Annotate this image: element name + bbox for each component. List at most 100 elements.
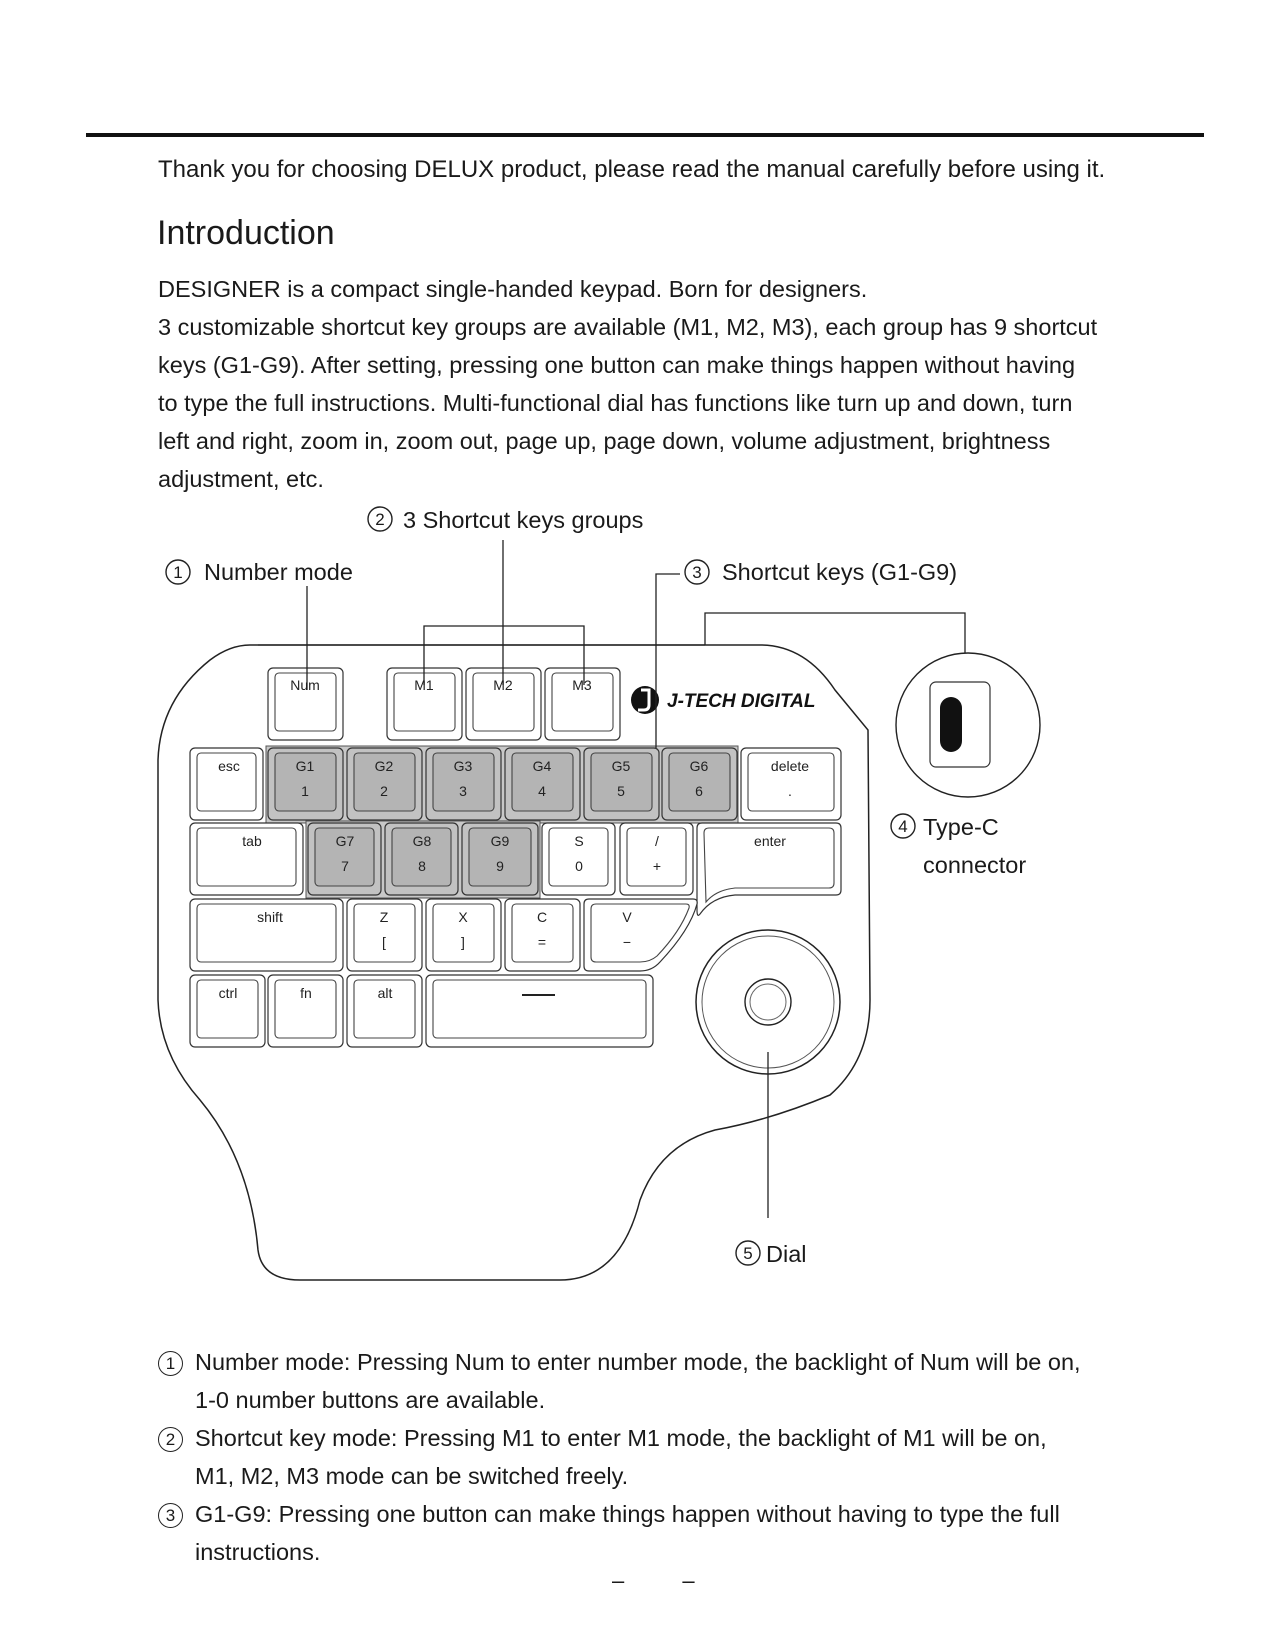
key-label: delete <box>771 758 809 774</box>
key-label: G7 <box>336 833 355 849</box>
key-g8[interactable]: G8 8 <box>384 822 459 896</box>
key-label: alt <box>378 985 393 1001</box>
key-sublabel: 1 <box>301 783 309 799</box>
label-dial: 5 Dial <box>735 1240 806 1267</box>
key-g2[interactable]: G2 2 <box>346 747 423 821</box>
key-sublabel: [ <box>382 934 386 950</box>
key-sublabel: 5 <box>617 783 625 799</box>
callout-line: Number mode: Pressing Num to enter numbe… <box>195 1349 1081 1375</box>
intro-line: Thank you for choosing DELUX product, pl… <box>158 156 1106 183</box>
key-delete[interactable]: delete . <box>740 747 842 821</box>
label-text: Shortcut keys (G1-G9) <box>722 559 957 585</box>
key-label: S <box>574 833 583 849</box>
brand-logo: J-TECH DIGITAL <box>631 686 815 714</box>
key-label: Z <box>380 909 389 925</box>
paragraph-line: keys (G1-G9). After setting, pressing on… <box>158 352 1076 378</box>
key-g9[interactable]: G9 9 <box>461 822 539 896</box>
intro-paragraph: DESIGNER is a compact single-handed keyp… <box>158 270 1158 498</box>
key-g4[interactable]: G4 4 <box>504 747 581 821</box>
key-v[interactable]: V − <box>583 898 698 972</box>
key-label: V <box>622 909 632 925</box>
key-sublabel: − <box>623 934 631 950</box>
key-x[interactable]: X ] <box>425 898 502 972</box>
key-slash[interactable]: / + <box>619 822 694 896</box>
callout-line: M1, M2, M3 mode can be switched freely. <box>195 1463 629 1489</box>
key-enter[interactable]: enter <box>696 822 842 916</box>
page-number: – – <box>612 1568 721 1593</box>
key-space[interactable] <box>425 974 654 1048</box>
key-label: M3 <box>572 677 592 693</box>
key-sublabel: 9 <box>496 858 504 874</box>
callout-number: 3 <box>158 1495 183 1533</box>
top-rule <box>86 133 1204 137</box>
key-label: ctrl <box>219 985 238 1001</box>
key-s[interactable]: S 0 <box>541 822 616 896</box>
key-m3[interactable]: M3 <box>544 667 621 741</box>
callout-line: G1-G9: Pressing one button can make thin… <box>195 1501 1060 1527</box>
key-label: G2 <box>375 758 394 774</box>
leader-lines <box>306 540 966 1218</box>
key-sublabel: = <box>538 934 546 950</box>
key-sublabel: 3 <box>459 783 467 799</box>
dial[interactable] <box>695 929 841 1075</box>
key-sublabel: 0 <box>575 858 583 874</box>
key-alt[interactable]: alt <box>346 974 423 1048</box>
callout-number: 3 <box>692 563 701 582</box>
paragraph-line: to type the full instructions. Multi-fun… <box>158 390 1073 416</box>
callout-number: 4 <box>898 817 907 836</box>
key-fn[interactable]: fn <box>267 974 344 1048</box>
key-sublabel: 8 <box>418 858 426 874</box>
label-text: Type-C <box>923 814 999 840</box>
key-label: / <box>655 833 659 849</box>
key-c[interactable]: C = <box>504 898 581 972</box>
key-g3[interactable]: G3 3 <box>425 747 502 821</box>
label-text: connector <box>923 852 1026 878</box>
key-label: X <box>458 909 468 925</box>
key-label: C <box>537 909 547 925</box>
key-g6[interactable]: G6 6 <box>661 747 738 821</box>
key-g1[interactable]: G1 1 <box>267 747 344 821</box>
key-sublabel: 4 <box>538 783 546 799</box>
label-text: Dial <box>766 1241 806 1267</box>
key-sublabel: . <box>788 783 792 799</box>
typec-connector-view <box>895 652 1041 798</box>
key-esc[interactable]: esc <box>189 747 264 821</box>
key-sublabel: 2 <box>380 783 388 799</box>
key-label: G1 <box>296 758 315 774</box>
section-heading: Introduction <box>157 214 335 252</box>
key-g5[interactable]: G5 5 <box>583 747 660 821</box>
callout-number: 1 <box>158 1343 183 1381</box>
callout-list: 1 Number mode: Pressing Num to enter num… <box>158 1343 1158 1571</box>
key-sublabel: 7 <box>341 858 349 874</box>
key-num[interactable]: Num <box>267 667 344 741</box>
callout-item: 1 Number mode: Pressing Num to enter num… <box>158 1343 1158 1419</box>
key-label: tab <box>242 833 262 849</box>
key-shift[interactable]: shift <box>189 898 344 972</box>
callout-number: 2 <box>158 1419 183 1457</box>
key-label: G9 <box>491 833 510 849</box>
callout-line: Shortcut key mode: Pressing M1 to enter … <box>195 1425 1047 1451</box>
key-label: G3 <box>454 758 473 774</box>
key-g7[interactable]: G7 7 <box>307 822 382 896</box>
key-label: fn <box>300 985 312 1001</box>
key-label: G5 <box>612 758 631 774</box>
key-label: shift <box>257 909 283 925</box>
label-number-mode: 1 Number mode <box>165 559 353 585</box>
label-typec: 4 Type-C connector <box>890 813 1026 878</box>
label-text: 3 Shortcut keys groups <box>403 507 643 533</box>
paragraph-line: 3 customizable shortcut key groups are a… <box>158 314 1098 340</box>
callout-item: 3 G1-G9: Pressing one button can make th… <box>158 1495 1158 1571</box>
keypad-diagram: .k { fill:#fff; stroke:#333; stroke-widt… <box>157 506 1041 1281</box>
label-shortcut-groups: 2 3 Shortcut keys groups <box>367 506 643 533</box>
label-text: Number mode <box>204 559 353 585</box>
key-tab[interactable]: tab <box>189 822 304 896</box>
key-z[interactable]: Z [ <box>346 898 423 972</box>
callout-number: 5 <box>743 1244 752 1263</box>
key-label: G8 <box>413 833 432 849</box>
key-ctrl[interactable]: ctrl <box>189 974 266 1048</box>
key-sublabel: ] <box>461 934 465 950</box>
key-label: G4 <box>533 758 552 774</box>
callout-item: 2 Shortcut key mode: Pressing M1 to ente… <box>158 1419 1158 1495</box>
brand-name: J-TECH DIGITAL <box>667 691 815 712</box>
label-shortcut-keys: 3 Shortcut keys (G1-G9) <box>684 559 957 585</box>
